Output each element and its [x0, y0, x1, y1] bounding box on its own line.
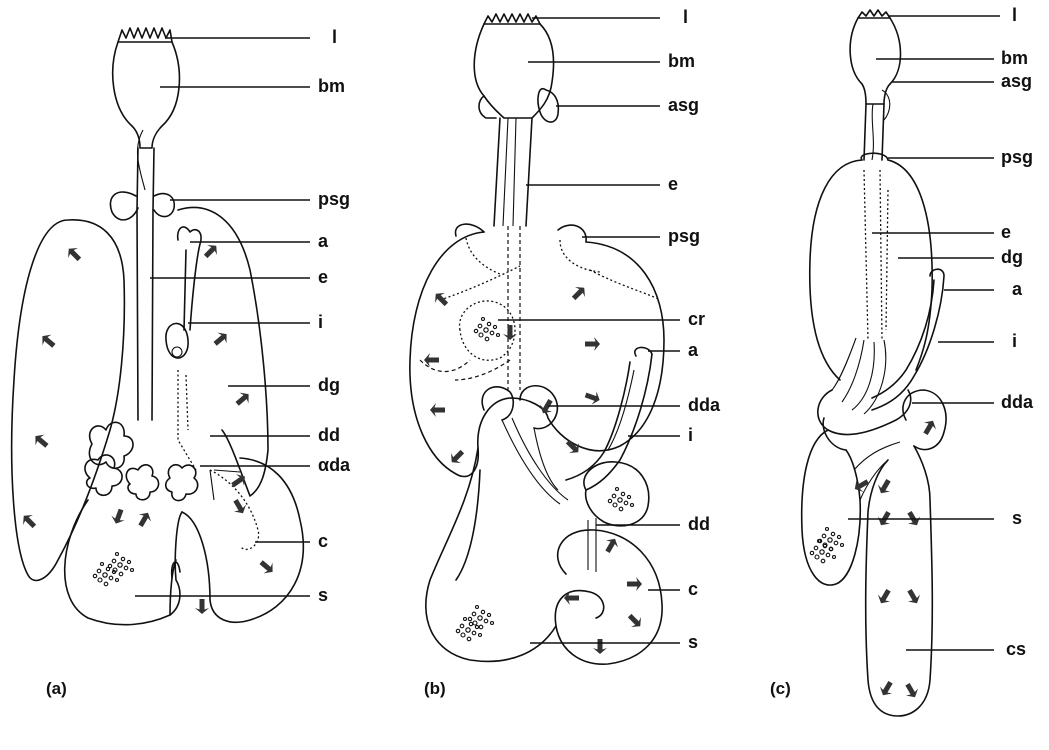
- panel-c-label-l: l: [1012, 5, 1017, 25]
- panel-b-label-e: e: [668, 174, 678, 194]
- panel-a-label-i: i: [318, 312, 323, 332]
- panel-a-caption: (a): [46, 679, 67, 698]
- panel-a-label-s: s: [318, 585, 328, 605]
- panel-a-label-l: l: [332, 27, 337, 47]
- panel-c-label-cs: cs: [1006, 639, 1026, 659]
- panel-a-drawing: l bm psg a e i dg dd αda c s (a): [12, 27, 351, 698]
- panel-b-label-bm: bm: [668, 51, 695, 71]
- panel-a-label-bm: bm: [318, 76, 345, 96]
- panel-a-label-a: a: [318, 231, 329, 251]
- panel-c-label-psg: psg: [1001, 147, 1033, 167]
- panel-b-label-cr: cr: [688, 309, 705, 329]
- panel-a-label-c: c: [318, 531, 328, 551]
- panel-a-label-dg: dg: [318, 375, 340, 395]
- panel-c-label-dg: dg: [1001, 247, 1023, 267]
- panel-b-label-c: c: [688, 579, 698, 599]
- panel-b-drawing: l bm asg e psg cr a dda i dd c s (b): [410, 7, 721, 698]
- panel-c-label-a: a: [1012, 279, 1023, 299]
- panel-b-caption: (b): [424, 679, 446, 698]
- panel-a-label-psg: psg: [318, 189, 350, 209]
- panel-b-label-l: l: [683, 7, 688, 27]
- panel-c-label-dda: dda: [1001, 392, 1034, 412]
- panel-c-label-s: s: [1012, 508, 1022, 528]
- panel-c-label-e: e: [1001, 222, 1011, 242]
- panel-b-label-psg: psg: [668, 226, 700, 246]
- panel-b-label-s: s: [688, 632, 698, 652]
- panel-b-label-a: a: [688, 340, 699, 360]
- panel-b-label-i: i: [688, 425, 693, 445]
- panel-b-label-dd: dd: [688, 514, 710, 534]
- panel-b-label-dda: dda: [688, 395, 721, 415]
- panel-a-label-dd: dd: [318, 425, 340, 445]
- panel-c-drawing: l bm asg psg e dg a i dda s cs (c): [770, 5, 1034, 716]
- panel-a-label-ada: αda: [318, 455, 351, 475]
- panel-c-label-i: i: [1012, 331, 1017, 351]
- panel-b-label-asg: asg: [668, 95, 699, 115]
- panel-c-label-asg: asg: [1001, 71, 1032, 91]
- panel-c-label-bm: bm: [1001, 48, 1028, 68]
- panel-a-label-e: e: [318, 267, 328, 287]
- panel-c-caption: (c): [770, 679, 791, 698]
